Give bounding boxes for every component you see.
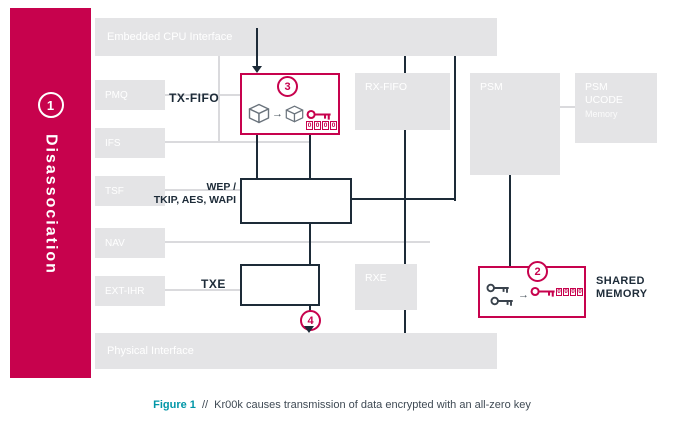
bus-line [309, 135, 311, 178]
bus-line [404, 130, 406, 264]
embedded-cpu-interface-label: Embedded CPU Interface [107, 31, 233, 43]
physical-interface-label: Physical Interface [107, 345, 194, 357]
module-ifs-label: IFS [105, 137, 121, 149]
caption-text: Kr00k causes transmission of data encryp… [214, 399, 531, 411]
step-3-badge: 3 [277, 76, 298, 97]
key-icon [486, 282, 510, 294]
module-pmq-label: PMQ [105, 89, 128, 101]
module-tsf: TSF [95, 176, 165, 206]
tx-fifo-label: TX-FIFO [169, 91, 220, 105]
wep-label-line1: WEP / [206, 181, 236, 193]
zero-digit: 0 [570, 288, 576, 296]
connector-line [165, 189, 240, 191]
rxe-block: RXE [355, 264, 417, 310]
connector-line [165, 241, 430, 243]
figure-caption: Figure 1 // Kr00k causes transmission of… [0, 399, 684, 411]
bus-line [309, 224, 311, 264]
rxe-label: RXE [365, 272, 387, 284]
rx-fifo-block: RX-FIFO [355, 73, 450, 130]
arrow-down-icon [252, 66, 262, 73]
connector-line [560, 106, 575, 108]
module-tsf-label: TSF [105, 185, 124, 197]
arrow-right-icon: → [272, 108, 283, 120]
disassociation-label: Disassociation [42, 134, 60, 275]
zero-digit: 0 [577, 288, 583, 296]
package-icon [284, 104, 305, 123]
physical-interface-bar: Physical Interface [95, 333, 497, 369]
key-icon [490, 295, 514, 307]
embedded-cpu-interface-bar: Embedded CPU Interface [95, 18, 497, 56]
wep-label-line2: TKIP, AES, WAPI [153, 194, 236, 206]
key-icon [306, 108, 332, 121]
psm-ucode-block: PSM UCODE Memory [575, 73, 657, 143]
bus-line [454, 56, 456, 201]
zero-digit: 0 [563, 288, 569, 296]
zero-digit: 0 [306, 121, 313, 130]
package-icon [247, 102, 271, 124]
step-1-badge: 1 [37, 92, 64, 118]
wep-label: WEP / TKIP, AES, WAPI [146, 181, 236, 207]
arrow-down-icon [304, 326, 314, 333]
shared-memory-label: SHARED MEMORY [596, 275, 648, 301]
module-pmq: PMQ [95, 80, 165, 110]
connector-line [165, 94, 240, 96]
connector-line [218, 56, 220, 142]
wep-engine-box [240, 178, 352, 224]
txe-box [240, 264, 320, 306]
bus-line [509, 175, 511, 266]
bus-line [404, 56, 406, 73]
module-ext-ihr: EXT-IHR [95, 276, 165, 306]
connector-line [165, 141, 310, 143]
shared-memory-label-line1: SHARED [596, 275, 645, 287]
module-nav: NAV [95, 228, 165, 258]
bus-line [256, 28, 258, 68]
zero-digit: 0 [556, 288, 562, 296]
psm-ucode-memory-label: Memory [585, 109, 618, 119]
figure-number: Figure 1 [153, 399, 196, 411]
psm-block: PSM [470, 73, 560, 175]
bus-line [352, 198, 456, 200]
connector-line [165, 289, 240, 291]
txe-label: TXE [201, 277, 226, 291]
step-1-number: 1 [46, 97, 55, 113]
arrow-right-icon: → [518, 289, 529, 301]
module-ifs: IFS [95, 128, 165, 158]
key-icon [530, 285, 556, 298]
caption-separator: // [201, 399, 209, 411]
zero-digit: 0 [322, 121, 329, 130]
bus-line [404, 310, 406, 333]
psm-ucode-label-line2: UCODE [585, 94, 623, 106]
module-ext-ihr-label: EXT-IHR [105, 285, 145, 297]
step-2-badge: 2 [527, 261, 548, 282]
rx-fifo-label: RX-FIFO [365, 81, 407, 93]
disassociation-banner: 1 Disassociation [10, 8, 91, 378]
psm-label: PSM [480, 81, 503, 93]
module-nav-label: NAV [105, 237, 125, 249]
zero-digit: 0 [330, 121, 337, 130]
zero-digit: 0 [314, 121, 321, 130]
shared-memory-label-line2: MEMORY [596, 288, 648, 300]
bus-line [256, 135, 258, 178]
psm-ucode-label-line1: PSM [585, 81, 608, 93]
